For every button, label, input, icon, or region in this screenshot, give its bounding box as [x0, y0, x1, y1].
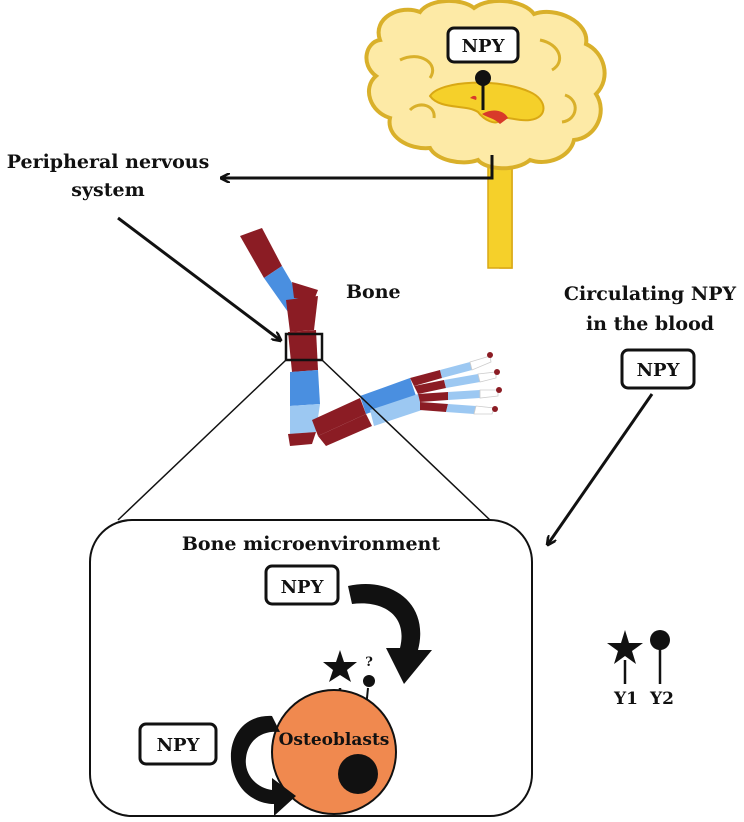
osteoblasts-label: Osteoblasts [279, 730, 390, 750]
left-npy-label: NPY [157, 735, 201, 756]
legend-y1-star [607, 630, 643, 664]
circulating-label-line2: in the blood [586, 313, 714, 335]
brain-npy-box [446, 26, 520, 64]
pns-arrow [222, 155, 494, 178]
pns-to-bone-arrow [117, 216, 280, 340]
receptor-legend: Y1 Y2 [607, 630, 674, 709]
circulating-npy-box [620, 348, 696, 390]
brain-illustration: NPY [364, 0, 607, 269]
question-mark: ? [365, 655, 373, 670]
left-npy-box [138, 722, 218, 766]
circulating-npy-label: NPY [637, 360, 681, 381]
micro-curved-arrow-right [348, 583, 432, 684]
legend-y1-label: Y1 [613, 689, 638, 709]
brain-npy-label: NPY [462, 36, 506, 57]
pns-label-line2: system [71, 179, 144, 201]
micro-npy-label: NPY [281, 577, 325, 598]
bone-label: Bone [346, 281, 401, 303]
y1-receptor-star [323, 650, 357, 682]
circulating-arrow [548, 393, 654, 544]
limb-bone-illustration [240, 228, 502, 446]
bone-zoom-box [284, 332, 324, 362]
microenvironment-title: Bone microenvironment [182, 533, 440, 555]
neuron-soma [475, 70, 491, 86]
legend-y2-circle [650, 630, 670, 650]
zoom-line-right [321, 359, 491, 521]
circulating-label-line1: Circulating NPY [564, 283, 737, 305]
pns-label-line1: Peripheral nervous [7, 151, 210, 173]
autocrine-curved-arrow [230, 715, 296, 816]
legend-y2-label: Y2 [649, 689, 674, 709]
y2-receptor-head [363, 675, 375, 687]
micro-npy-box [264, 564, 340, 606]
zoom-line-left [117, 359, 287, 521]
osteoblast-nucleus [338, 754, 378, 794]
